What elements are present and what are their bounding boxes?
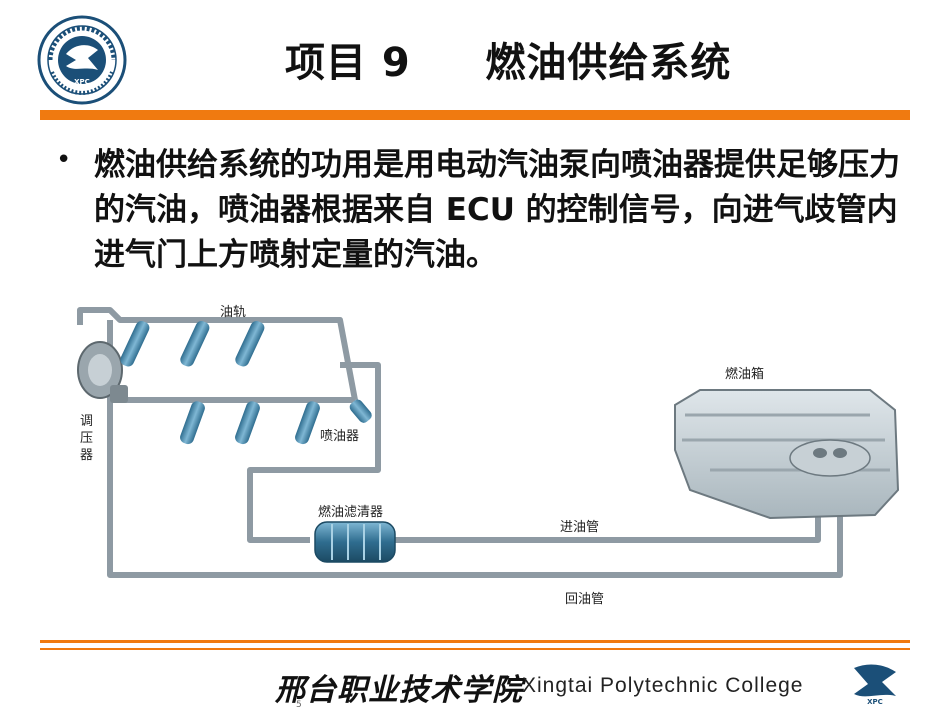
- bullet-text: 燃油供给系统的功用是用电动汽油泵向喷油器提供足够压力的汽油，喷油器根据来自 EC…: [94, 147, 900, 273]
- label-regulator-2: 压: [80, 431, 93, 446]
- page-number: 5: [296, 700, 302, 710]
- label-filter: 燃油滤清器: [318, 504, 383, 520]
- label-injector: 喷油器: [320, 429, 359, 444]
- lower-injectors: [180, 399, 372, 445]
- fuel-tank: [674, 389, 900, 520]
- college-name-cn: 邢台职业技术学院: [275, 673, 523, 708]
- label-rail: 油轨: [220, 305, 246, 320]
- svg-text:XPC: XPC: [74, 78, 90, 86]
- bullet-icon: •: [56, 145, 72, 175]
- fuel-system-diagram: 油轨 调 压 器 喷油器 燃油滤清器 燃油箱 进油管 回油管: [77, 305, 900, 607]
- upper-injectors: [120, 321, 265, 367]
- svg-text:XPC: XPC: [867, 698, 883, 706]
- label-return-line: 回油管: [565, 592, 604, 607]
- college-name-en: Xingtai Polytechnic College: [522, 674, 804, 697]
- label-tank: 燃油箱: [725, 366, 764, 382]
- label-supply-line: 进油管: [560, 520, 599, 535]
- pressure-regulator: [77, 341, 128, 403]
- college-emblem-icon: XPC: [37, 15, 127, 105]
- footer-divider-top: [40, 640, 910, 643]
- label-regulator-3: 器: [80, 448, 93, 463]
- xpc-logo-icon: XPC: [854, 664, 896, 706]
- label-regulator-1: 调: [80, 414, 93, 429]
- footer-divider-bottom: [40, 648, 910, 650]
- fuel-filter: [314, 521, 396, 563]
- page-title: 项目 9 燃油供给系统: [285, 40, 732, 86]
- title-divider: [40, 110, 910, 120]
